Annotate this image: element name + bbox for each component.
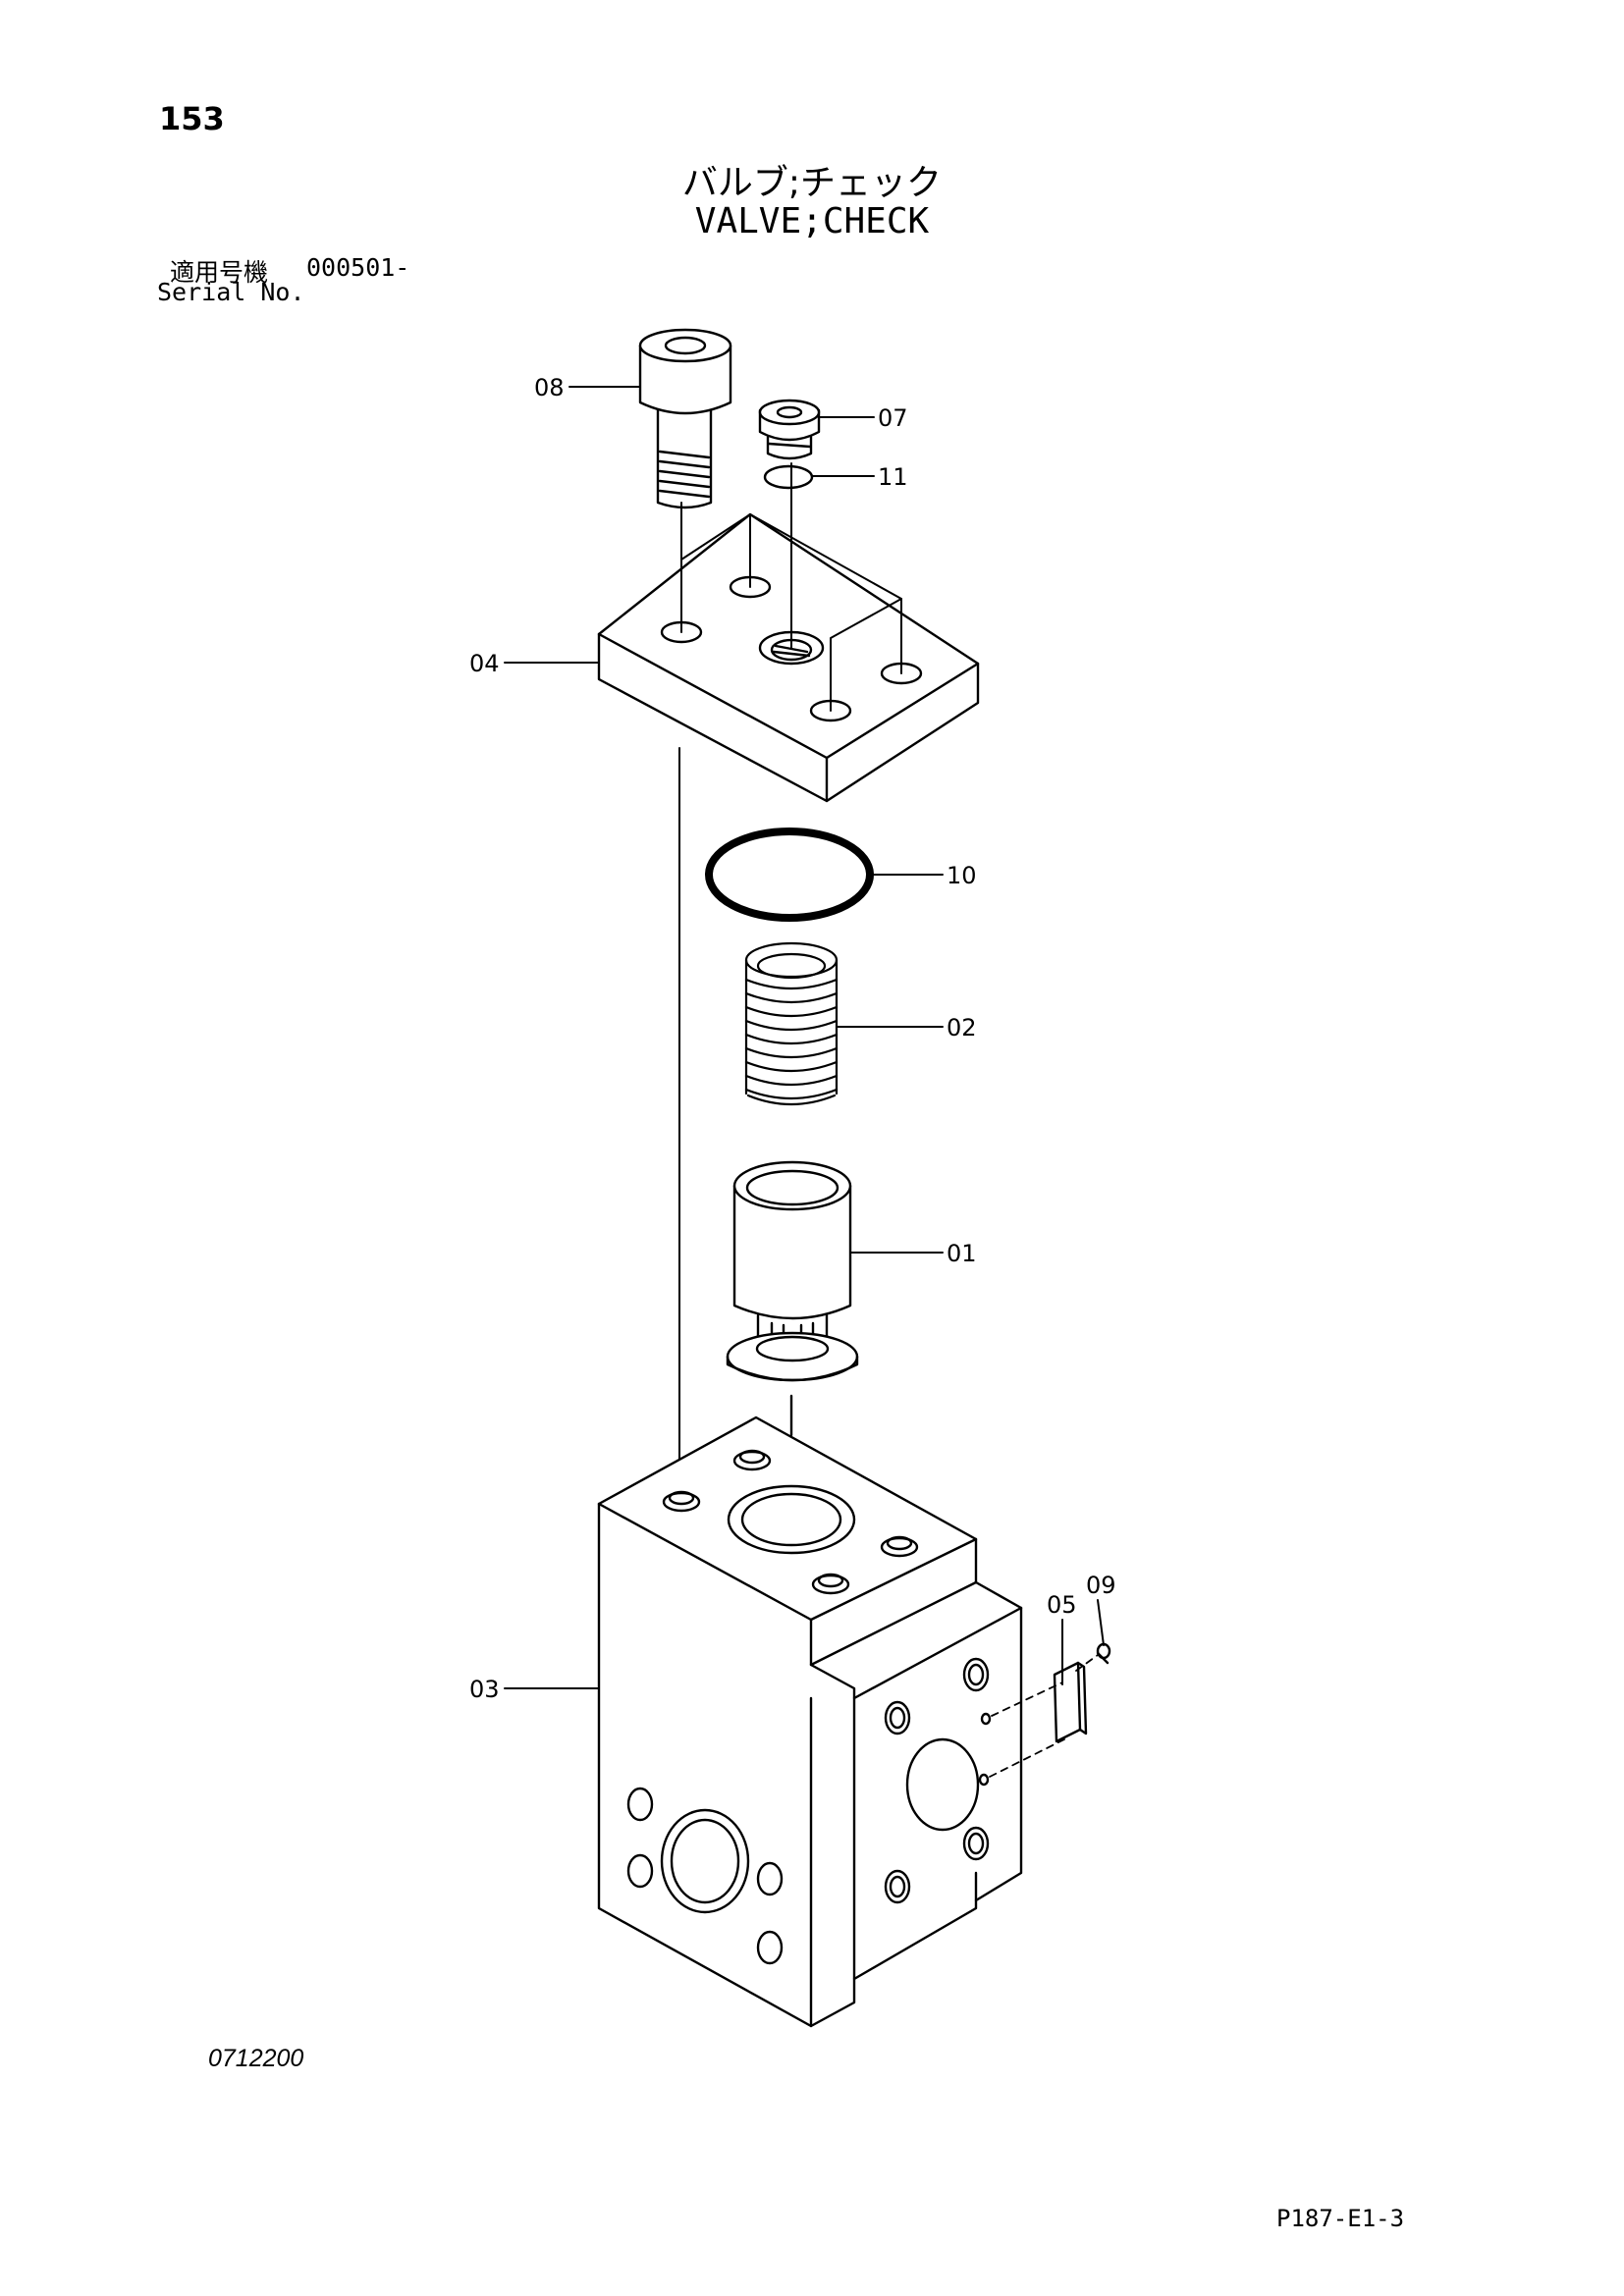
label-04: 04 bbox=[469, 650, 500, 677]
part-labels: 08 07 11 04 10 02 01 03 05 09 bbox=[469, 374, 1116, 1703]
part-08-bolt bbox=[638, 328, 732, 509]
part-09-screw bbox=[1096, 1642, 1111, 1665]
part-05-nameplate bbox=[1053, 1661, 1088, 1743]
title-japanese: バルブ;チェック bbox=[681, 163, 943, 203]
serial-number: 000501- bbox=[306, 253, 410, 282]
assembly-lines-nameplate bbox=[989, 1654, 1099, 1778]
drawing-code: 0712200 bbox=[208, 2045, 304, 2072]
label-05: 05 bbox=[1047, 1591, 1077, 1619]
part-07-plug bbox=[758, 399, 821, 460]
part-02-spring bbox=[744, 941, 839, 1106]
serial-label-japanese: 適用号機 bbox=[170, 258, 269, 287]
label-01: 01 bbox=[947, 1240, 977, 1267]
label-09: 09 bbox=[1086, 1572, 1116, 1599]
page-number: 153 bbox=[159, 100, 225, 137]
label-03: 03 bbox=[469, 1676, 500, 1703]
leader-lines bbox=[504, 386, 1105, 1689]
part-03-valve-body bbox=[597, 1415, 1023, 2028]
part-11-oring bbox=[763, 464, 814, 490]
label-10: 10 bbox=[947, 862, 977, 889]
sheet-reference: P187-E1-3 bbox=[1276, 2205, 1405, 2232]
serial-label-english: Serial No. bbox=[157, 278, 305, 306]
label-07: 07 bbox=[878, 404, 908, 432]
part-01-poppet bbox=[726, 1160, 859, 1437]
part-10-oring bbox=[705, 828, 874, 922]
label-11: 11 bbox=[878, 463, 908, 491]
assembly-lines-top bbox=[678, 462, 902, 1493]
label-02: 02 bbox=[947, 1014, 977, 1041]
title-english: VALVE;CHECK bbox=[694, 201, 930, 241]
part-04-cover-plate bbox=[597, 512, 980, 803]
label-08: 08 bbox=[534, 374, 565, 401]
